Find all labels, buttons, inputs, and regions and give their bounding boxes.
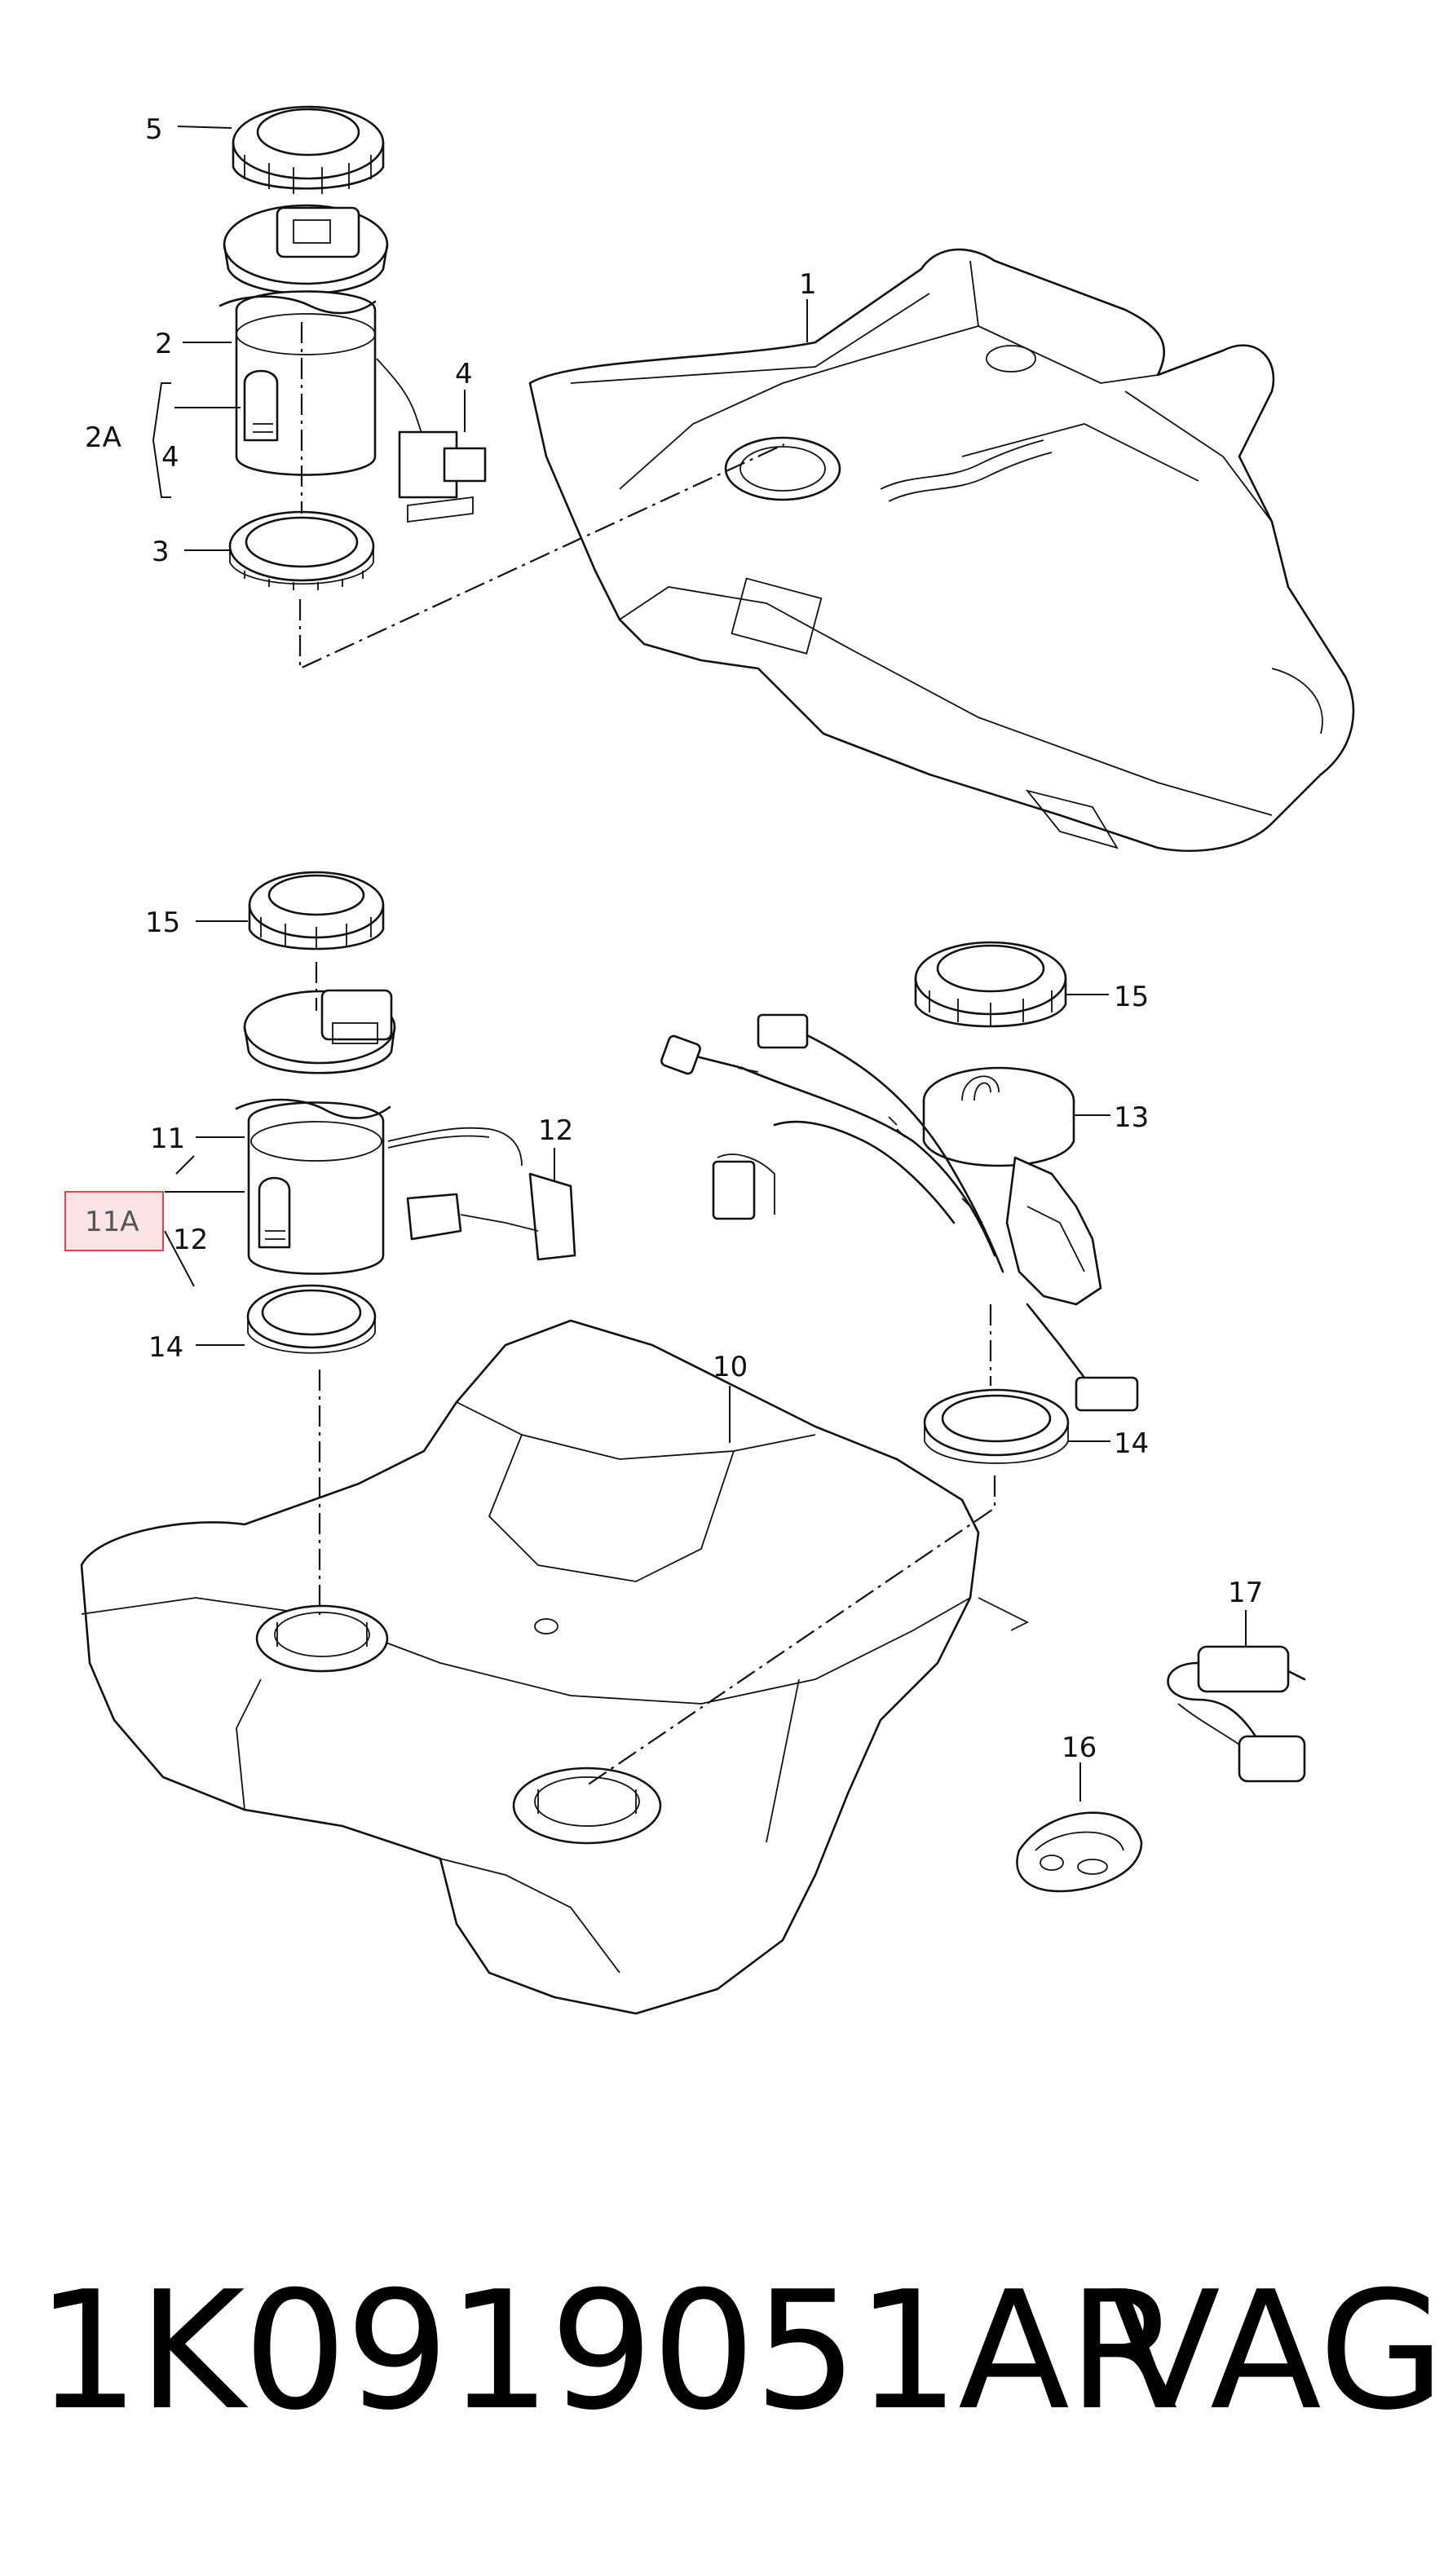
sender-unit-12 — [406, 1172, 576, 1261]
callout-14-left: 14 — [148, 1331, 183, 1364]
callout-14-right: 14 — [1114, 1427, 1149, 1460]
cover-16 — [1016, 1811, 1143, 1893]
callout-3: 3 — [152, 536, 170, 568]
fuel-tank-1 — [528, 248, 1355, 853]
sealing-ring-14-left — [246, 1284, 377, 1354]
part-number: 1K0919051AR — [36, 2256, 1181, 2446]
locking-ring-5 — [232, 105, 385, 194]
callout-1: 1 — [799, 268, 817, 301]
callout-15-right: 15 — [1114, 981, 1149, 1013]
callout-12-left: 12 — [173, 1224, 208, 1256]
sealing-ring-3 — [228, 510, 375, 590]
callout-15-left: 15 — [145, 906, 180, 939]
callout-13: 13 — [1114, 1101, 1149, 1134]
highlight-box-11a — [64, 1191, 164, 1251]
callouts-lower: 15 11 11A 12 12 14 10 15 13 14 16 17 — [64, 906, 1263, 1802]
callout-11: 11 — [150, 1123, 185, 1155]
fuel-filter-13 — [922, 1066, 1075, 1167]
callout-5: 5 — [145, 113, 163, 146]
sealing-ring-14-right — [923, 1388, 1070, 1464]
callout-2a: 2A — [85, 421, 121, 454]
brand-label: VAG — [1109, 2256, 1446, 2446]
callout-2: 2 — [155, 328, 173, 360]
callout-4-lower: 4 — [161, 441, 179, 474]
locking-ring-15-left — [248, 871, 385, 951]
callout-17: 17 — [1228, 1577, 1263, 1609]
harness-connector-17 — [1167, 1645, 1306, 1783]
exploded-parts-diagram: 1 5 2 2A 4 4 3 — [64, 105, 1355, 2015]
callout-12-right: 12 — [538, 1114, 573, 1147]
locking-ring-15-right — [914, 941, 1067, 1028]
fuel-tank-10 — [80, 1319, 1030, 2015]
fuel-pump-module-2 — [219, 204, 425, 476]
callout-4-upper: 4 — [455, 358, 473, 390]
pump-bracket-assembly — [1005, 1156, 1139, 1412]
callout-16: 16 — [1062, 1731, 1097, 1764]
wiring-harness — [660, 1013, 1004, 1273]
callout-10: 10 — [713, 1351, 748, 1383]
assembly-axis-lower-right — [586, 1475, 996, 1786]
callout-11a: 11A — [85, 1206, 139, 1238]
sender-unit-4 — [398, 430, 487, 523]
callouts-upper: 1 5 2 2A 4 4 3 — [85, 113, 817, 568]
fuel-pump-module-11 — [235, 989, 523, 1275]
